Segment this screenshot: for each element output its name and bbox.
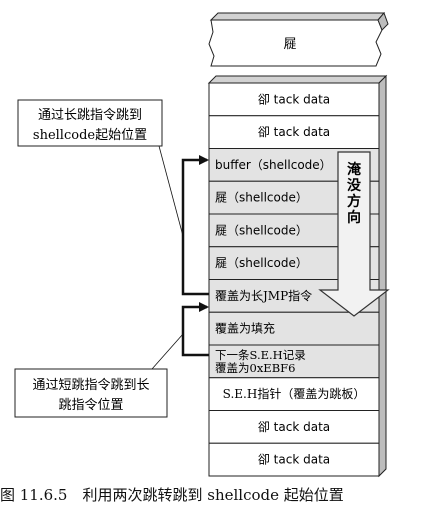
callout-short-jump: 通过短跳指令跳到长 跳指令位置	[14, 368, 168, 418]
stack-cell-label: 覆盖为长JMP指令	[215, 288, 312, 303]
stack-cell-label: 屣（shellcode）	[215, 191, 308, 205]
stack-cell-label: 覆盖为0xEBF6	[215, 361, 295, 375]
stack-cell: 覆盖为填充	[208, 311, 380, 346]
stack-cell-label: 卻 tack data	[258, 92, 330, 106]
callout-long-jump: 通过长跳指令跳到 shellcode起始位置	[17, 99, 163, 147]
top-block-label: 屣	[283, 37, 296, 52]
stack-cell: S.E.H指针（覆盖为跳板）	[208, 377, 380, 411]
stack-cell-label: 卻 tack data	[258, 125, 330, 139]
stack-cell: 卻 tack data	[208, 115, 380, 149]
callout-short-line-1: 通过短跳指令跳到长	[32, 378, 149, 393]
figure-caption: 图 11.6.5 利用两次跳转跳到 shellcode 起始位置	[0, 486, 344, 504]
overflow-direction-label: 淹没方向	[347, 161, 362, 226]
stack-cell-label: S.E.H指针（覆盖为跳板）	[223, 386, 366, 401]
overflow-direction-arrow: 淹没方向	[318, 151, 390, 317]
stack-cell-label: 下一条S.E.H记录	[215, 348, 306, 362]
callout-long-line-1: 通过长跳指令跳到	[38, 108, 142, 123]
top-memory-block: 屣	[208, 12, 389, 67]
callout-long-line-2: shellcode起始位置	[33, 128, 147, 143]
short-jump-arrow	[151, 302, 209, 370]
stack-cell-box	[208, 311, 380, 346]
callout-short-line-2: 跳指令位置	[58, 398, 123, 413]
stack-cell-label: 屣（shellcode）	[215, 256, 308, 270]
stack-cell-box	[208, 442, 380, 477]
stack-cell-label: 卻 tack data	[258, 420, 330, 434]
stack-cell: 卻 tack data	[208, 82, 380, 117]
stack-cell-box	[208, 410, 380, 444]
long-jump-arrow	[158, 145, 209, 296]
stack-cell-label: buffer（shellcode）	[215, 158, 332, 172]
stack-cell-label: 屣（shellcode）	[215, 223, 308, 237]
stack-cell-label: 卻 tack data	[258, 453, 330, 467]
stack-cell-box	[208, 82, 380, 117]
stack-cell-box	[208, 377, 380, 411]
stack-cell-label: 覆盖为填充	[215, 321, 275, 336]
stack-cell: 卻 tack data	[208, 442, 380, 477]
stack-cell-box	[208, 115, 380, 149]
stack-cell: 卻 tack data	[208, 410, 380, 444]
